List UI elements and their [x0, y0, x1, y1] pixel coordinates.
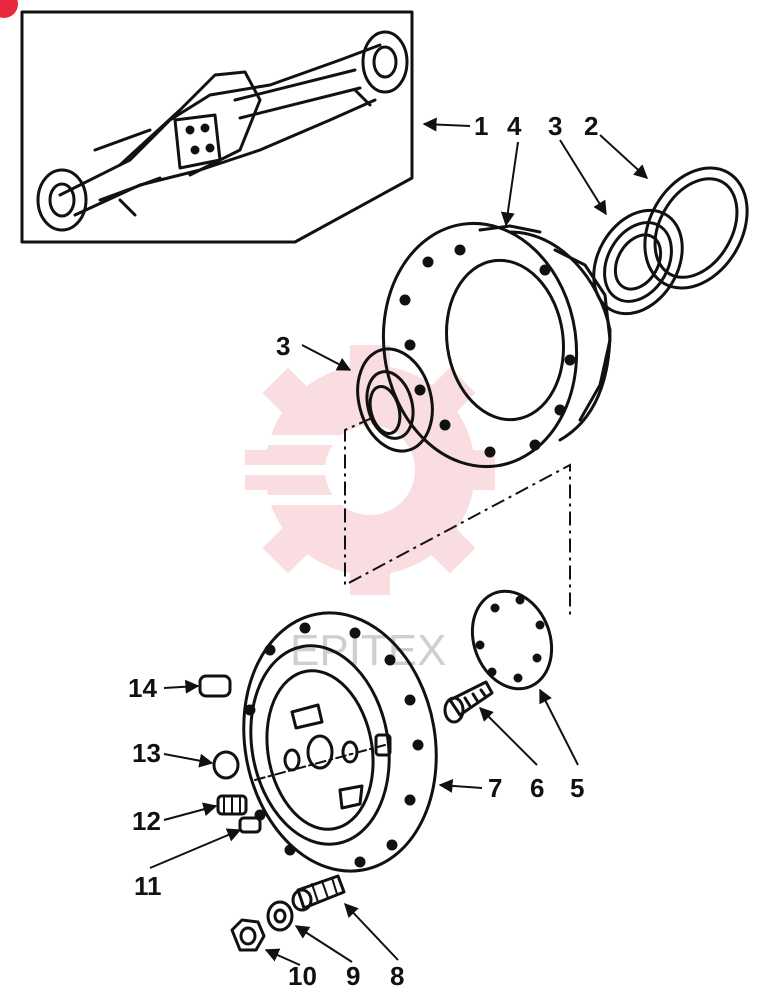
axle-inset-box: [20, 10, 414, 244]
part-4-wheel-hub: [381, 221, 612, 469]
watermark-text: EPITEX: [290, 626, 447, 675]
leader-arrows: [149, 117, 649, 966]
callout-4: 4: [507, 111, 522, 141]
callout-3-upper: 3: [548, 111, 562, 141]
part-11-set-screw: [238, 816, 262, 834]
part-9-washer: [266, 900, 294, 932]
callout-5: 5: [570, 773, 584, 803]
part-2-seal-ring: [643, 166, 749, 290]
part-12-fitting: [216, 794, 248, 816]
part-5-cover-plate: [470, 589, 554, 691]
part-13-plug: [212, 750, 240, 780]
corner-badge: [0, 0, 18, 18]
callout-11: 11: [134, 871, 162, 901]
part-3-bearing-lower: [356, 347, 434, 453]
callout-14: 14: [128, 673, 157, 703]
callout-2: 2: [584, 111, 598, 141]
part-8-stud-bolt: [291, 874, 346, 912]
callout-6: 6: [530, 773, 544, 803]
part-6-bolt: [443, 680, 494, 724]
part-10-nut: [230, 918, 266, 952]
watermark-logo: [225, 345, 495, 595]
callout-12: 12: [132, 806, 161, 836]
callout-9: 9: [346, 961, 360, 991]
axle-assembly: [36, 30, 409, 232]
callout-10: 10: [288, 961, 317, 991]
callout-7: 7: [488, 773, 502, 803]
callout-8: 8: [390, 961, 404, 991]
assembly-guide-lines: [344, 417, 571, 615]
callout-3-lower: 3: [276, 331, 290, 361]
callout-13: 13: [132, 738, 161, 768]
part-3-bearing-upper: [592, 208, 684, 316]
callout-1: 1: [474, 111, 488, 141]
part-14-pin: [198, 674, 232, 698]
part-7-flange-disc: [242, 611, 438, 873]
